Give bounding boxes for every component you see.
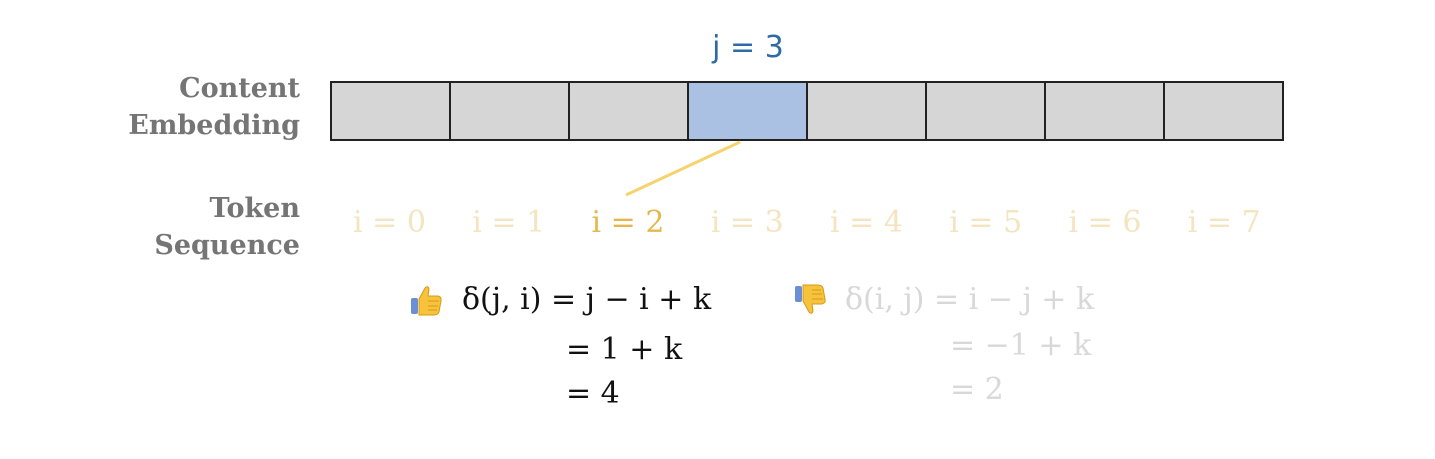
embedding-cell — [1044, 81, 1165, 141]
token-label-line1: Token — [209, 193, 300, 224]
embedding-cell — [925, 81, 1046, 141]
bad-formula-line1: δ(i, j) = i − j + k — [845, 282, 1095, 317]
content-label-line1: Content — [179, 73, 300, 104]
bad-formula-line2: = −1 + k — [950, 328, 1092, 363]
thumbs-down-icon — [795, 284, 826, 314]
embedding-cell — [330, 81, 451, 141]
j-index-label: j = 3 — [712, 30, 784, 65]
token-index: i = 0 — [353, 205, 426, 240]
embedding-cell — [806, 81, 927, 141]
token-index: i = 4 — [830, 205, 903, 240]
token-sequence-label: Token Sequence — [154, 190, 300, 264]
embedding-cell — [1163, 81, 1284, 141]
token-label-line2: Sequence — [154, 230, 300, 261]
token-index: i = 3 — [710, 205, 784, 240]
token-index-highlighted: i = 2 — [591, 205, 665, 240]
token-index: i = 1 — [472, 205, 546, 240]
token-index: i = 7 — [1187, 205, 1261, 240]
content-embedding-bar — [330, 81, 1284, 141]
connector-line — [625, 140, 741, 197]
good-formula-line3: = 4 — [566, 376, 620, 411]
token-index: i = 5 — [949, 205, 1023, 240]
bad-formula-line3: = 2 — [950, 372, 1004, 407]
content-embedding-label: Content Embedding — [128, 70, 300, 144]
embedding-cell-highlighted — [687, 81, 808, 141]
content-label-line2: Embedding — [128, 110, 300, 141]
thumbs-up-icon — [411, 286, 442, 316]
token-index: i = 6 — [1068, 205, 1142, 240]
embedding-cell — [568, 81, 689, 141]
good-formula-line1: δ(j, i) = j − i + k — [462, 282, 712, 317]
good-formula-line2: = 1 + k — [566, 332, 683, 367]
